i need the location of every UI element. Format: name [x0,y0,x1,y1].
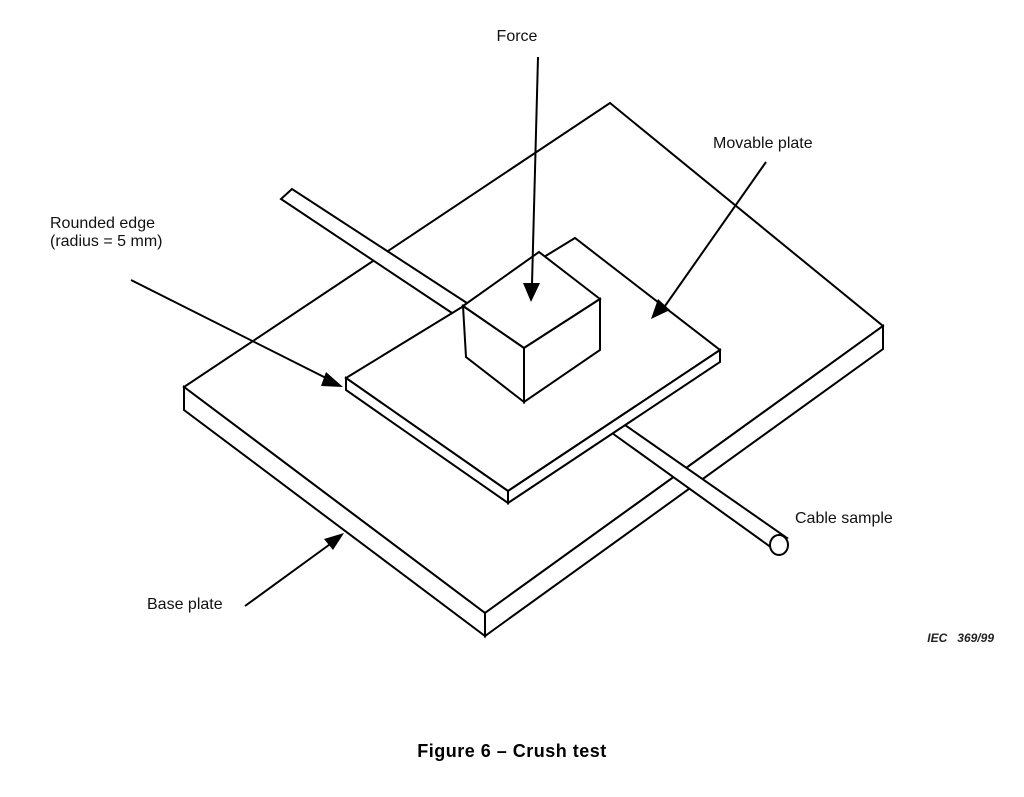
rounded-edge-label: Rounded edge [50,215,155,232]
movable-plate-right-edge [507,348,721,505]
force-arrowhead [523,283,540,302]
base-plate-arrowhead [324,533,344,550]
force-label: Force [497,28,538,45]
cable-sample-end [769,534,789,556]
rounded-edge-arrowhead [321,372,343,387]
figure-caption: Figure 6 – Crush test [417,741,607,761]
cable-sample [279,187,789,556]
rounded-edge-radius-label: (radius = 5 mm) [50,233,162,250]
movable-plate-arrowhead [651,299,670,319]
force-block-right-face [523,297,601,404]
force-arrow [523,56,540,302]
force-block [461,250,602,405]
movable-plate-label: Movable plate [713,135,813,152]
cable-sample-label: Cable sample [795,510,893,527]
movable-plate-arrow [651,161,767,319]
base-plate-arrow [244,533,344,607]
base-plate-label: Base plate [147,596,223,613]
iec-reference: IEC 369/99 [927,631,994,645]
rounded-edge-arrow [130,279,343,387]
